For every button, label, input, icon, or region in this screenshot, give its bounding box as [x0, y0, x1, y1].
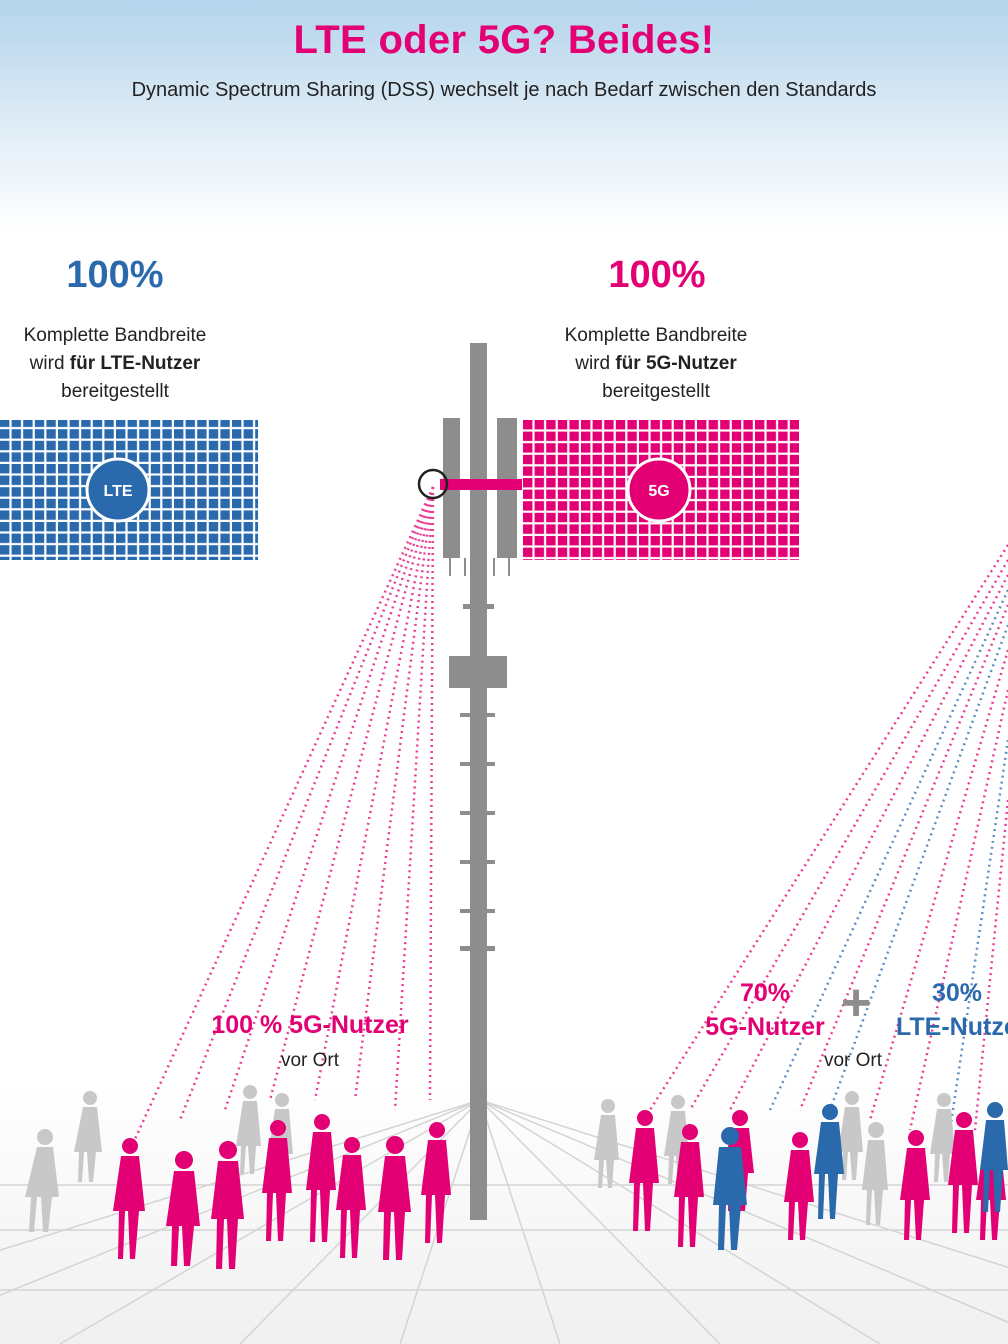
page-title: LTE oder 5G? Beides! — [293, 18, 715, 62]
antenna-mast — [443, 343, 517, 1220]
right-fiveg-share: 70% 5G-Nutzer — [690, 976, 840, 1044]
right-fiveg-label: 5G-Nutzer — [705, 1013, 825, 1041]
page-subtitle: Dynamic Spectrum Sharing (DSS) wechselt … — [131, 79, 877, 101]
antenna-connector — [440, 479, 522, 490]
left-signal-rays — [128, 486, 435, 1151]
fiveg-description: Komplette Bandbreite wird für 5G-Nutzer … — [526, 322, 786, 406]
fiveg-badge-label: 5G — [648, 483, 669, 500]
lte-desc-line2: wird für LTE-Nutzer — [29, 353, 201, 374]
antenna-focus-circle — [417, 468, 449, 500]
sky-background — [0, 0, 1008, 230]
fiveg-percent: 100% — [608, 254, 706, 296]
fiveg-badge: 5G — [626, 457, 692, 523]
lte-badge: LTE — [85, 457, 151, 523]
left-location-label: vor Ort — [280, 1050, 340, 1071]
right-lte-percent: 30% — [932, 979, 983, 1007]
right-crowd — [594, 1091, 1008, 1250]
lte-desc-line1: Komplette Bandbreite — [23, 325, 207, 346]
right-fiveg-percent: 70% — [739, 979, 791, 1007]
plus-sign: + — [840, 974, 872, 1032]
lte-badge-label: LTE — [103, 483, 132, 500]
left-users-label: 100 % 5G-Nutzer — [211, 1011, 409, 1039]
fiveg-desc-line2: wird für 5G-Nutzer — [575, 353, 737, 374]
fiveg-desc-line1: Komplette Bandbreite — [564, 325, 748, 346]
fiveg-desc-line3: bereitgestellt — [602, 381, 710, 402]
lte-description: Komplette Bandbreite wird für LTE-Nutzer… — [0, 322, 245, 406]
right-signal-rays — [648, 544, 1008, 1131]
right-location-label: vor Ort — [823, 1050, 883, 1071]
right-lte-share: 30% LTE-Nutzer — [896, 976, 1008, 1044]
lte-desc-line3: bereitgestellt — [61, 381, 169, 402]
lte-percent: 100% — [66, 254, 164, 296]
left-crowd — [25, 1085, 451, 1269]
right-lte-label: LTE-Nutzer — [896, 1013, 1008, 1041]
